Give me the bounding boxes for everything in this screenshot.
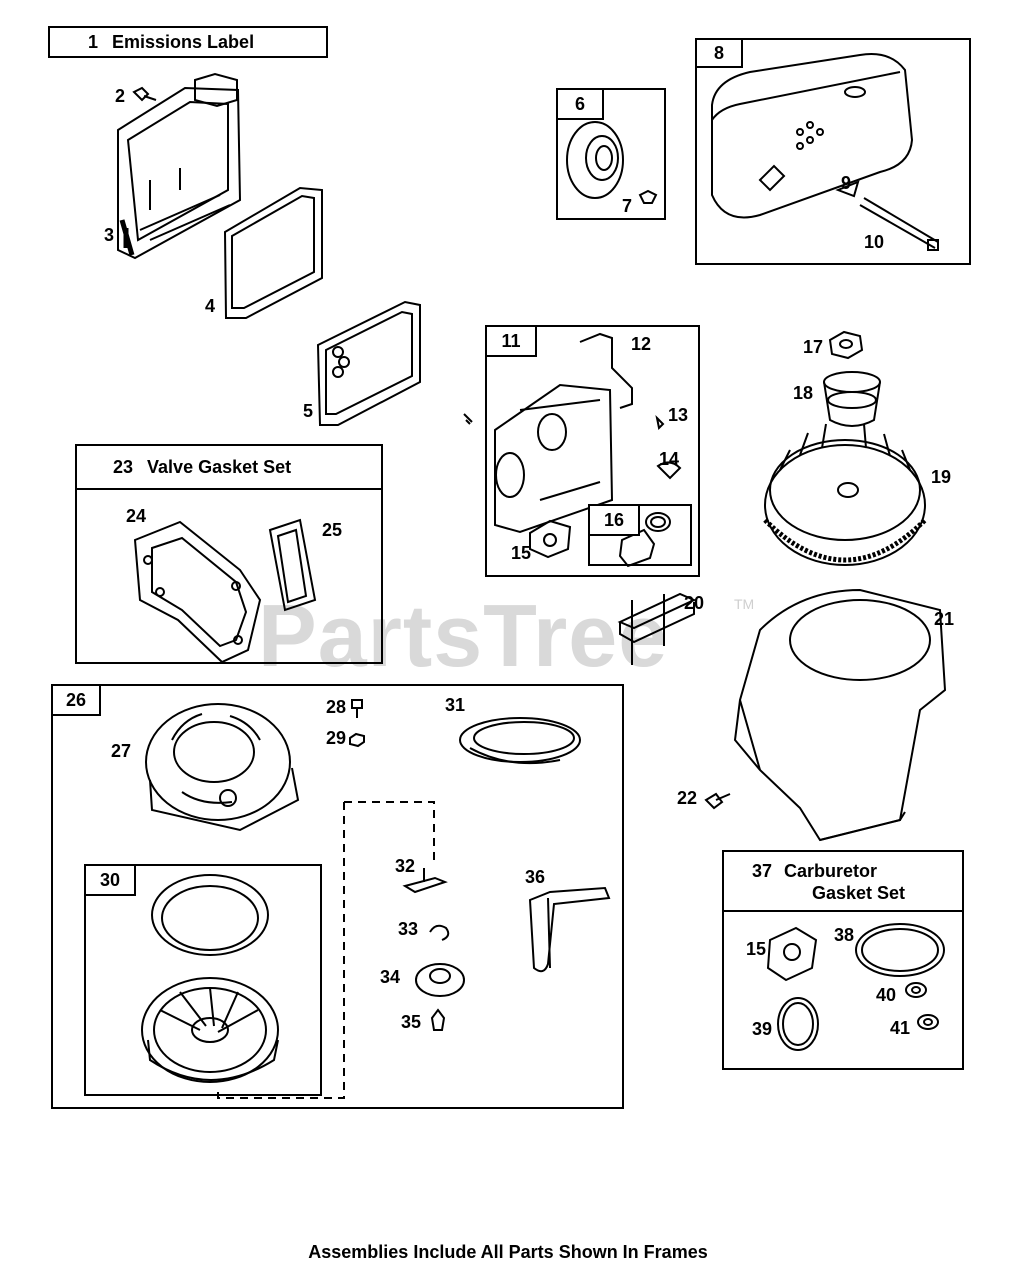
frame-8 xyxy=(695,38,971,265)
group-valve-gasket-set-title: Valve Gasket Set xyxy=(147,456,292,477)
callout-19: 19 xyxy=(931,467,952,487)
callout-17: 17 xyxy=(803,337,824,357)
callout-31: 31 xyxy=(445,695,466,715)
frame-11-label: 11 xyxy=(485,325,537,357)
callout-3: 3 xyxy=(104,225,115,245)
callout-22: 22 xyxy=(677,788,698,808)
part-30-spring-pulley xyxy=(141,874,279,1083)
part-8-muffler xyxy=(711,53,939,251)
callout-5: 5 xyxy=(303,401,314,421)
callout-20: 20 xyxy=(684,593,705,613)
part-40-washer xyxy=(905,982,927,998)
callout-2: 2 xyxy=(115,86,126,106)
part-35-pin xyxy=(430,1008,446,1031)
frame-30-label: 30 xyxy=(84,864,136,896)
part-20-bracket xyxy=(617,592,697,665)
part-6-plate xyxy=(566,121,658,204)
group-emissions-label-title: Emissions Label xyxy=(112,31,255,52)
part-39-oring xyxy=(777,997,819,1051)
group-emissions-label-number: 1 xyxy=(88,31,99,52)
part-34-ratchet xyxy=(415,963,465,997)
group-emissions-label-box: 1 Emissions Label xyxy=(48,26,328,58)
part-31-rope xyxy=(459,717,581,765)
part-36-handle xyxy=(528,886,611,973)
part-16-grommet xyxy=(618,512,671,568)
callout-35: 35 xyxy=(401,1012,422,1032)
part-17-nut xyxy=(828,330,864,360)
callout-24: 24 xyxy=(126,506,147,526)
callout-29: 29 xyxy=(326,728,347,748)
callout-15-breather: 15 xyxy=(511,543,532,563)
callout-15-carb: 15 xyxy=(746,939,767,959)
group-carburetor-gasket-set-title-1: Carburetor xyxy=(784,861,878,881)
callout-4: 4 xyxy=(205,296,216,316)
part-41-washer xyxy=(917,1014,939,1030)
group-carburetor-gasket-set-number: 37 xyxy=(752,861,773,881)
group-valve-gasket-set-number: 23 xyxy=(113,456,134,477)
part-5-precleaner xyxy=(316,300,421,426)
callout-28: 28 xyxy=(326,697,347,717)
callout-33: 33 xyxy=(398,919,419,939)
callout-36: 36 xyxy=(525,867,546,887)
part-24-head-gasket xyxy=(133,520,262,664)
watermark: PartsTree xyxy=(258,586,669,685)
frame-11 xyxy=(485,325,700,577)
callout-9: 9 xyxy=(841,173,852,193)
part-25-gasket xyxy=(268,518,317,612)
group-carburetor-gasket-set-header xyxy=(722,850,964,912)
callout-41: 41 xyxy=(890,1018,911,1038)
frame-26-label: 26 xyxy=(51,684,101,716)
part-32-pawl xyxy=(402,868,448,894)
callout-10: 10 xyxy=(864,232,885,252)
part-2-screw xyxy=(132,86,157,102)
part-21-blower-housing xyxy=(733,588,947,842)
callout-27: 27 xyxy=(111,741,132,761)
part-3-air-cleaner-base xyxy=(117,72,242,260)
part-19-flywheel xyxy=(763,423,927,566)
part-27-rewind-housing xyxy=(145,703,300,832)
part-11-breather xyxy=(463,332,682,559)
group-carburetor-gasket-set-title-2: Gasket Set xyxy=(812,883,906,903)
callout-21: 21 xyxy=(934,609,955,629)
group-valve-gasket-set-header: 23 Valve Gasket Set xyxy=(75,444,383,490)
callout-34: 34 xyxy=(380,967,401,987)
part-18-cup xyxy=(823,371,881,427)
part-4-filter xyxy=(223,186,323,319)
callout-18: 18 xyxy=(793,383,814,403)
frame-6-label: 6 xyxy=(556,88,604,120)
callout-40: 40 xyxy=(876,985,897,1005)
footer-note: Assemblies Include All Parts Shown In Fr… xyxy=(308,1242,708,1262)
callout-7: 7 xyxy=(622,196,633,216)
callout-25: 25 xyxy=(322,520,343,540)
frame-8-label: 8 xyxy=(695,38,743,68)
frame-30 xyxy=(84,864,322,1096)
callout-13: 13 xyxy=(668,405,689,425)
frame-16-label: 16 xyxy=(588,504,640,536)
frame-6 xyxy=(556,88,666,220)
frame-26 xyxy=(51,684,624,1109)
callout-32: 32 xyxy=(395,856,416,876)
part-38-ring xyxy=(855,923,945,977)
callout-39: 39 xyxy=(752,1019,773,1039)
part-28-29-bolt-nut xyxy=(349,699,365,748)
watermark-trademark: TM xyxy=(734,596,755,612)
callout-14: 14 xyxy=(659,449,680,469)
part-22-screw xyxy=(704,792,731,810)
part-15-carb-gasket xyxy=(766,926,818,982)
callout-12: 12 xyxy=(631,334,652,354)
callout-38: 38 xyxy=(834,925,855,945)
part-33-clip xyxy=(429,924,450,941)
